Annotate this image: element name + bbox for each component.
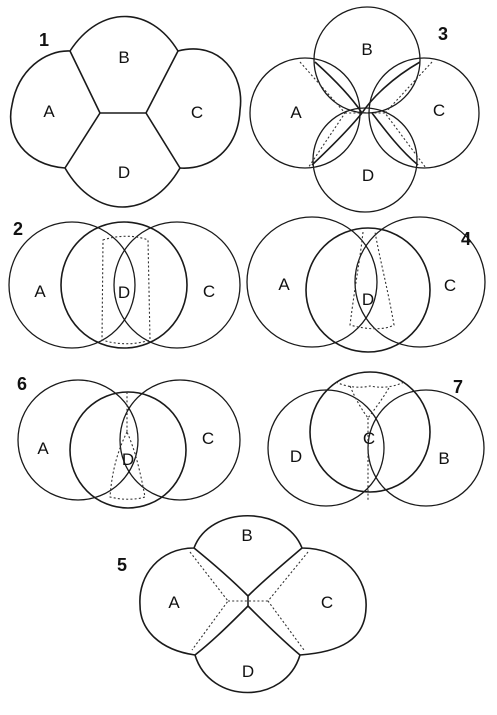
figure-3-cell-d-circle — [312, 107, 418, 213]
figure-2-cell-a-circle — [8, 221, 136, 349]
figure-4-dotted-cell — [349, 231, 395, 330]
figure-2-cell-right: C — [203, 282, 215, 301]
figure-5-cell-left: A — [168, 593, 180, 612]
figure-1-cell-bottom: D — [118, 163, 130, 182]
figure-4-cell-right: C — [444, 276, 456, 295]
figure-4-cell-center: D — [362, 290, 374, 309]
figure-3-number: 3 — [438, 24, 448, 44]
figure-4-cell-left: A — [278, 275, 290, 294]
figure-5-cell-bottom: D — [242, 662, 254, 681]
figure-4-cell-c-circle — [354, 216, 486, 348]
figure-3-cell-a-circle — [249, 57, 361, 169]
figure-7-cell-center: C — [363, 429, 375, 448]
figure-4-cell-d-circle — [305, 227, 431, 353]
figure-7-cell-d-circle — [267, 389, 385, 507]
figure-1-number: 1 — [39, 30, 49, 50]
figure-2-cell-d-circle — [60, 221, 188, 349]
figure-3-cell-right: C — [433, 101, 445, 120]
figure-3-cell-left: A — [290, 103, 302, 122]
figure-5-cell-top: B — [241, 526, 252, 545]
figure-6-cell-left: A — [37, 439, 49, 458]
figure-4-cell-a-circle — [246, 216, 378, 348]
figure-5-number: 5 — [117, 555, 127, 575]
figure-5-boundaries — [193, 547, 303, 656]
figure-7: 7 D C B — [267, 371, 485, 507]
figure-6-cell-d-circle — [69, 391, 187, 509]
figure-3: 3 B A C D — [249, 6, 480, 213]
figure-6-cell-right: C — [202, 429, 214, 448]
figure-6-cell-c-circle — [119, 379, 241, 501]
figure-1-cell-left: A — [43, 102, 55, 121]
figure-6-cell-center: D — [122, 450, 134, 469]
figure-1-boundaries — [64, 50, 181, 169]
figure-4-number: 4 — [461, 229, 471, 249]
figure-5: 5 B A C D — [117, 515, 367, 694]
figure-7-cell-right: B — [438, 449, 449, 468]
figure-3-cell-b-circle — [313, 6, 421, 114]
figure-3-cell-bottom: D — [362, 166, 374, 185]
figure-5-cell-right: C — [321, 593, 333, 612]
figure-2-number: 2 — [13, 219, 23, 239]
figure-2-cell-center: D — [118, 283, 130, 302]
figure-1-outline — [9, 15, 242, 208]
figure-7-dotted-cell — [335, 381, 405, 500]
figure-7-number: 7 — [453, 377, 463, 397]
figure-4: 4 A D C — [246, 216, 486, 353]
figure-5-dotted-boundaries — [189, 551, 309, 651]
figure-7-cell-left: D — [290, 447, 302, 466]
figure-3-dotted-boundaries — [299, 61, 433, 169]
figure-6: 6 A D C — [17, 374, 241, 509]
figure-1-cell-top: B — [118, 48, 129, 67]
figure-6-dotted-cell — [109, 392, 146, 500]
figure-3-cell-c-circle — [368, 57, 480, 169]
figure-2-cell-left: A — [34, 282, 46, 301]
figure-2: 2 A D C — [8, 219, 241, 349]
figure-3-cell-top: B — [361, 40, 372, 59]
figure-1: 1 B A C D — [9, 15, 242, 208]
figure-1-cell-right: C — [191, 103, 203, 122]
figure-2-cell-c-circle — [113, 221, 241, 349]
figure-6-number: 6 — [17, 374, 27, 394]
figure-7-cell-c-circle — [309, 371, 431, 493]
figure-6-cell-a-circle — [17, 379, 139, 501]
figure-7-cell-b-circle — [367, 389, 485, 507]
